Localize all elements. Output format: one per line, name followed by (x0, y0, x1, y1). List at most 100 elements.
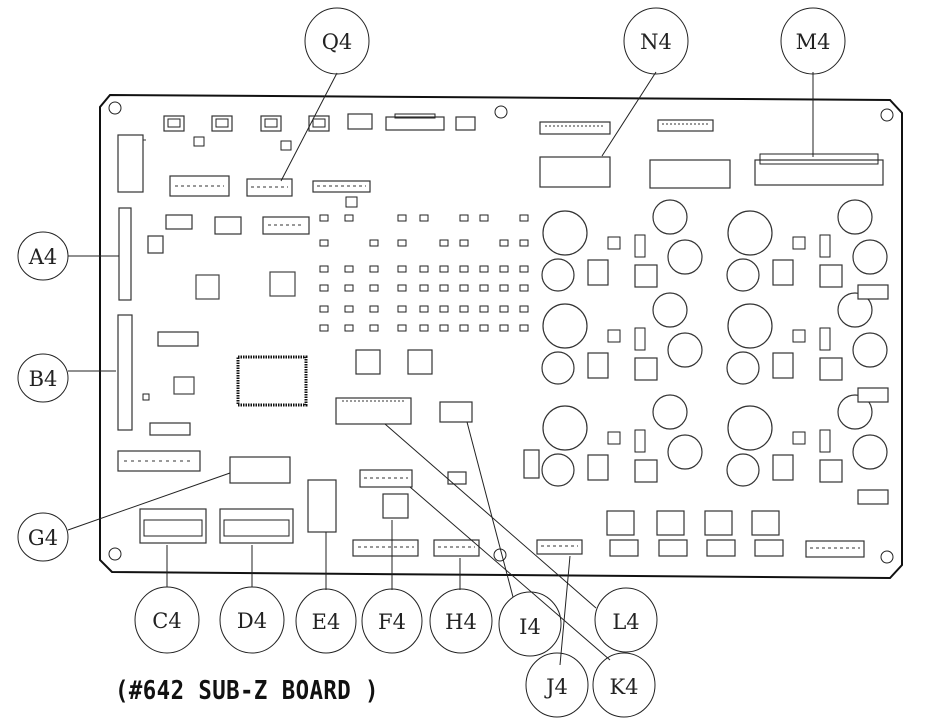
callout-l4[interactable]: L4 (594, 587, 658, 653)
capacitor (726, 453, 760, 487)
capacitor (652, 292, 688, 328)
svg-text:B4: B4 (29, 367, 58, 391)
smd-part (397, 265, 407, 273)
smd-part (459, 324, 469, 332)
component (857, 387, 889, 403)
callout-i4[interactable]: I4 (498, 591, 562, 657)
smd-part (819, 327, 831, 351)
main-processor (236, 355, 308, 407)
smd-part (479, 265, 489, 273)
smd-part (369, 265, 379, 273)
smd-part (634, 234, 646, 258)
callout-j4[interactable]: J4 (525, 652, 589, 718)
mounting-hole (494, 105, 508, 119)
capacitor (667, 239, 703, 275)
smd-part (479, 324, 489, 332)
smd-part (459, 265, 469, 273)
smd-part (369, 305, 379, 313)
capacitor-bank (541, 292, 703, 385)
callout-a4[interactable]: A4 (17, 231, 69, 281)
capacitor (852, 434, 888, 470)
capacitor-bank (726, 199, 888, 292)
svg-text:F4: F4 (378, 610, 406, 634)
capacitor-banks (523, 199, 889, 505)
smd-part (419, 305, 429, 313)
regulator (587, 352, 609, 379)
callout-m4[interactable]: M4 (780, 7, 846, 75)
capacitor (726, 258, 760, 292)
callout-h4[interactable]: H4 (429, 588, 493, 654)
capacitor-bank (726, 292, 888, 385)
upper-connectors (147, 175, 371, 254)
callout-d4[interactable]: D4 (219, 586, 285, 654)
connector-l4 (335, 397, 412, 425)
callout-b4[interactable]: B4 (17, 353, 69, 403)
svg-text:M4: M4 (796, 30, 831, 54)
connector-c4 (139, 508, 207, 544)
smd-part (499, 305, 509, 313)
regulator (819, 459, 843, 483)
callout-e4[interactable]: E4 (295, 588, 357, 654)
smd-part (369, 239, 379, 247)
svg-text:Q4: Q4 (322, 30, 353, 54)
smd-part (397, 214, 407, 222)
capacitor (667, 434, 703, 470)
regulator (819, 264, 843, 288)
smd-part (519, 284, 529, 292)
mounting-holes (108, 101, 894, 564)
smd-part (344, 305, 354, 313)
smd-part (439, 324, 449, 332)
connector-n4 (539, 156, 611, 188)
connector-e4 (307, 479, 337, 533)
capacitor-large (727, 210, 773, 256)
callout-k4[interactable]: K4 (592, 652, 656, 718)
smd-part (319, 284, 329, 292)
callout-c4[interactable]: C4 (134, 586, 200, 654)
capacitor-large (542, 210, 588, 256)
smd-part (344, 214, 354, 222)
callout-f4[interactable]: F4 (361, 588, 423, 654)
smd-part (819, 234, 831, 258)
callout-g4[interactable]: G4 (17, 512, 69, 562)
svg-text:J4: J4 (544, 675, 568, 699)
svg-text:K4: K4 (609, 675, 638, 699)
svg-text:E4: E4 (312, 610, 341, 634)
smd-part (607, 329, 621, 343)
capacitor (652, 394, 688, 430)
mounting-hole (880, 550, 894, 564)
capacitor (652, 199, 688, 235)
smd-part (499, 324, 509, 332)
svg-text:C4: C4 (152, 609, 181, 633)
smd-part (419, 324, 429, 332)
leader-lines (67, 71, 814, 666)
callout-q4[interactable]: Q4 (304, 7, 370, 75)
component (523, 449, 540, 479)
smd-part (419, 265, 429, 273)
capacitor (726, 351, 760, 385)
smd-part (459, 239, 469, 247)
bottom-connectors (139, 479, 865, 558)
smd-part (519, 265, 529, 273)
svg-text:L4: L4 (612, 610, 639, 634)
svg-text:N4: N4 (640, 30, 672, 54)
right-top-connectors (539, 153, 884, 189)
smd-part (519, 214, 529, 222)
slot-connector-b4 (117, 314, 133, 431)
smd-part (344, 265, 354, 273)
smd-part (397, 305, 407, 313)
capacitor (837, 199, 873, 235)
regulator (634, 264, 658, 288)
callouts: Q4 N4 M4 A4 B4 G4 C4 D4 E4 F4 H4 I4 J4 K… (17, 7, 846, 718)
callout-n4[interactable]: N4 (623, 7, 689, 75)
smd-part (607, 431, 621, 445)
smd-part (344, 284, 354, 292)
connector-g4 (229, 456, 291, 484)
regulator (819, 357, 843, 381)
smd-part (519, 305, 529, 313)
capacitor (541, 351, 575, 385)
capacitor (541, 453, 575, 487)
capacitor-bank (541, 199, 703, 292)
regulator (634, 459, 658, 483)
capacitor-large (542, 303, 588, 349)
